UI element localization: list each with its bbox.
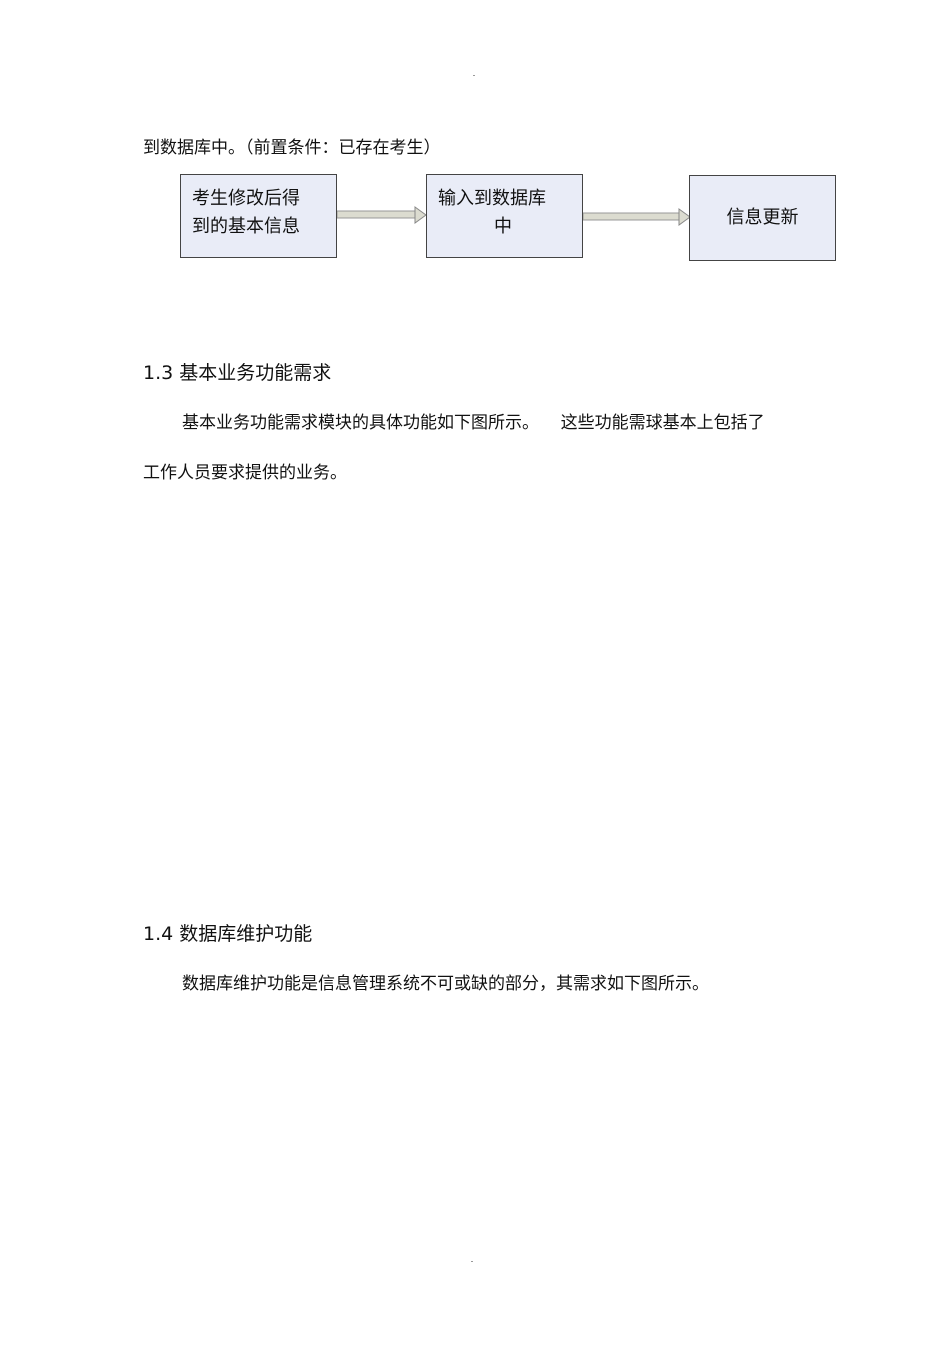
paragraph-line: 基本业务功能需求模块的具体功能如下图所示。 这些功能需球基本上包括了 — [182, 413, 765, 433]
section-heading-1-3: 1.3 基本业务功能需求 — [143, 362, 332, 384]
footer-mark — [471, 1261, 473, 1262]
paragraph-line: 数据库维护功能是信息管理系统不可或缺的部分，其需求如下图所示。 — [182, 974, 709, 994]
flow-box-text: 到的基本信息 — [192, 216, 300, 237]
flow-box-input-db: 输入到数据库 中 — [426, 174, 583, 258]
section-heading-1-4: 1.4 数据库维护功能 — [143, 923, 313, 945]
arrow-2 — [583, 208, 691, 226]
flow-box-info-update: 信息更新 — [689, 175, 836, 261]
header-mark — [473, 75, 475, 76]
flow-box-text: 考生修改后得 — [192, 188, 300, 209]
flow-box-text: 输入到数据库 — [438, 188, 546, 209]
arrow-1 — [337, 206, 427, 224]
flow-box-modified-info: 考生修改后得 到的基本信息 — [180, 174, 337, 258]
paragraph-line: 工作人员要求提供的业务。 — [143, 463, 347, 483]
flow-box-text: 信息更新 — [726, 207, 799, 228]
intro-line: 到数据库中。（前置条件：已存在考生） — [143, 138, 441, 158]
flow-box-text: 中 — [494, 216, 512, 237]
